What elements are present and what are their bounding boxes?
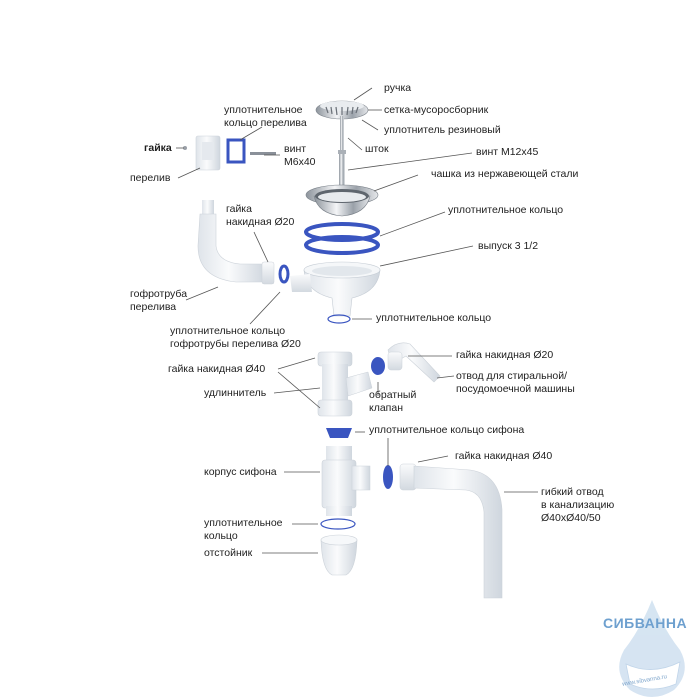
label-rubber-seal: уплотнитель резиновый <box>384 124 501 136</box>
strainer-part <box>315 100 369 156</box>
label-sump: отстойник <box>204 547 253 559</box>
label-outlet: выпуск 3 1/2 <box>478 240 539 252</box>
label-extender: удлиннитель <box>204 387 267 399</box>
check-valve-part <box>371 357 385 375</box>
label-nut: гайка <box>144 142 172 154</box>
label-overflow-hose-seal: уплотнительное кольцо гофротрубы перелив… <box>170 325 301 350</box>
flex-outlet-part <box>399 463 503 599</box>
watermark-brand: СИБВАННА <box>603 615 688 631</box>
label-ring-seal-3: уплотнительное кольцо <box>204 517 283 542</box>
sump-part <box>320 534 358 576</box>
watermark-logo <box>619 600 685 697</box>
siphon-body-part <box>321 446 371 516</box>
extender-part <box>317 351 373 417</box>
seal-right-part <box>383 465 393 489</box>
ring-seal-small <box>327 314 351 324</box>
label-union-nut-20: гайка накидная Ø20 <box>456 349 554 361</box>
screw-m12-part <box>338 150 346 190</box>
label-check-valve: обратный клапан <box>369 389 417 414</box>
label-union-nut-40-left: гайка накидная Ø40 <box>168 363 266 375</box>
label-ring-seal-2: уплотнительное кольцо <box>376 312 492 324</box>
ring-seal-bottom <box>320 518 356 530</box>
overflow-part <box>183 135 276 171</box>
label-rod: шток <box>365 143 389 155</box>
label-flex-outlet: гибкий отвод в канализацию Ø40хØ40/50 <box>541 486 615 524</box>
sealing-rings-part <box>304 222 380 255</box>
label-screw-m6: винт М6х40 <box>284 143 316 168</box>
label-siphon-body: корпус сифона <box>204 466 277 478</box>
label-siphon-ring-seal: уплотнительное кольцо сифона <box>369 424 525 436</box>
label-strainer: сетка-мусоросборник <box>384 104 489 116</box>
label-steel-cup: чашка из нержавеющей стали <box>431 168 579 180</box>
label-washer-branch: отвод для стиральной/ посудомоечной маши… <box>456 370 575 395</box>
leader-lines <box>176 87 538 554</box>
label-overflow: перелив <box>130 172 171 184</box>
label-ring-seal-1: уплотнительное кольцо <box>448 204 564 216</box>
label-handle: ручка <box>384 82 412 94</box>
label-union-nut-40-right: гайка накидная Ø40 <box>455 450 553 462</box>
label-screw-m12: винт М12х45 <box>476 146 539 158</box>
label-overflow-hose: гофротруба перелива <box>130 288 188 313</box>
outlet-part <box>290 261 381 317</box>
steel-cup-part <box>305 184 379 217</box>
label-union-nut-20-top: гайка накидная Ø20 <box>226 203 295 228</box>
washer-branch-part <box>387 342 441 383</box>
overflow-hose-part <box>197 200 290 285</box>
label-overflow-ring-seal: уплотнительное кольцо перелива <box>224 104 307 129</box>
siphon-ring-seal-part <box>326 428 352 438</box>
